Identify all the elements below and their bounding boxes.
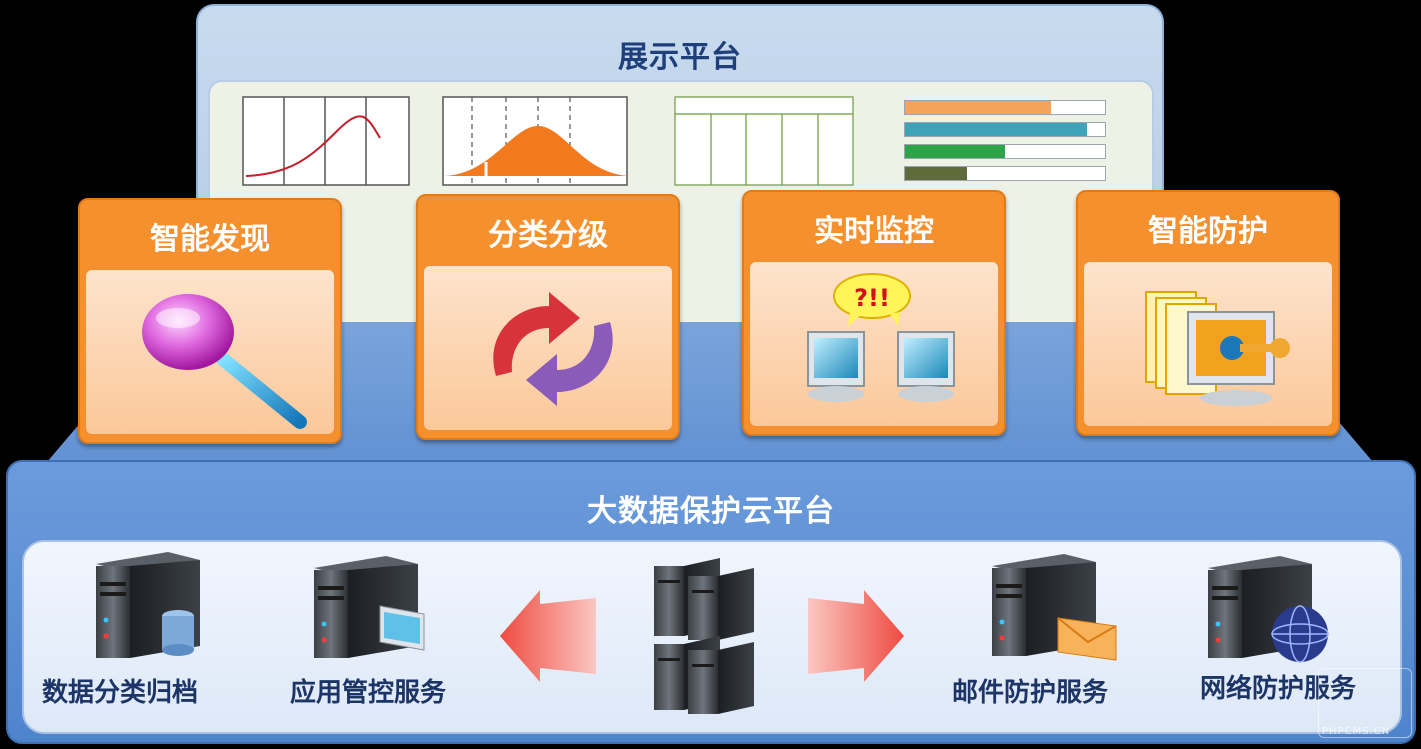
progress-bars-widget — [904, 100, 1108, 186]
lock-key-icon — [1145, 291, 1290, 406]
feature-card-body — [1084, 262, 1332, 426]
service-label: 邮件防护服务 — [952, 678, 1109, 708]
service-label: 应用管控服务 — [290, 678, 447, 708]
arrow-left-icon — [500, 590, 596, 682]
cloud-platform-title: 大数据保护云平台 — [587, 494, 835, 529]
server-cluster-icon — [654, 558, 754, 714]
progress-bar — [904, 100, 1106, 115]
feature-card-title: 智能防护 — [1148, 214, 1268, 249]
feature-card-body: ?!! — [750, 262, 998, 426]
refresh-arrows-icon — [493, 292, 613, 406]
progress-bar-fill — [905, 167, 967, 180]
server-mail-icon — [992, 554, 1117, 661]
progress-bar-fill — [905, 145, 1005, 158]
progress-bar-fill — [905, 101, 1051, 114]
table-thumbnail-icon — [674, 96, 854, 186]
feature-card-body — [86, 270, 334, 434]
feature-card-discovery: 智能发现 — [78, 198, 342, 444]
watermark-text: PHPCMS.CN — [1322, 726, 1391, 737]
arrow-right-icon — [808, 590, 904, 682]
progress-bar — [904, 144, 1106, 159]
feature-card-title: 智能发现 — [150, 222, 270, 257]
server-database-icon — [96, 552, 200, 658]
line-chart-thumbnail-icon — [242, 96, 410, 186]
display-platform-title: 展示平台 — [618, 40, 742, 75]
feature-card-title: 实时监控 — [814, 214, 934, 249]
feature-card-classification: 分类分级 — [416, 194, 680, 440]
feature-card-protection: 智能防护 — [1076, 190, 1340, 436]
feature-card-title: 分类分级 — [488, 218, 608, 253]
service-label: 数据分类归档 — [42, 678, 199, 708]
alert-text: ?!! — [854, 284, 890, 312]
server-monitor-icon — [314, 556, 425, 658]
progress-bar — [904, 122, 1106, 137]
distribution-chart-thumbnail-icon — [442, 96, 630, 186]
progress-bar — [904, 166, 1106, 181]
monitor-alert-icon: ?!! — [807, 273, 955, 402]
service-label: 网络防护服务 — [1200, 674, 1357, 704]
feature-card-body — [424, 266, 672, 430]
feature-card-monitoring: 实时监控 ?!! — [742, 190, 1006, 436]
server-globe-icon — [1208, 556, 1329, 663]
watermark-logo-icon — [1318, 668, 1412, 738]
magnifier-icon — [142, 294, 307, 429]
progress-bar-fill — [905, 123, 1087, 136]
